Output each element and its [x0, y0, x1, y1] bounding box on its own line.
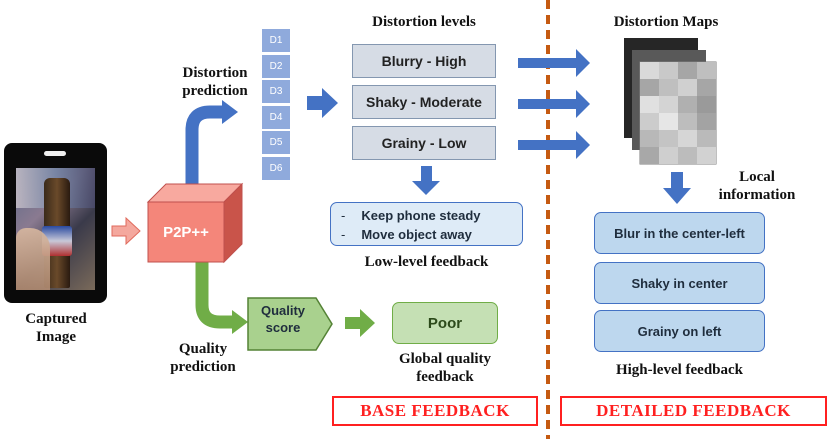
global-arrow	[345, 309, 375, 337]
low-level-feedback-caption: Low-level feedback	[364, 254, 489, 270]
high-level-item-grainy: Grainy on left	[594, 310, 765, 352]
distortion-map-front	[639, 61, 717, 165]
captured-image-label: Captured Image	[25, 311, 87, 345]
quality-score-shape	[247, 297, 333, 351]
phone-frame	[4, 143, 107, 303]
level-blurry: Blurry - High	[352, 44, 496, 78]
quality-prediction-label: Quality prediction	[170, 341, 236, 375]
distortion-curve-arrow	[185, 105, 222, 185]
low-level-item: -Keep phone steady	[341, 208, 481, 223]
level-grainy: Grainy - Low	[352, 126, 496, 160]
local-information-label: Local information	[718, 169, 796, 203]
distortion-prediction-label: Distortion prediction	[182, 65, 248, 99]
phone-speaker	[44, 151, 66, 156]
distortion-maps-stack	[624, 38, 717, 165]
high-level-feedback-caption: High-level feedback	[615, 362, 744, 378]
low-level-arrow	[412, 166, 440, 195]
distortion-cell-d4: D4	[261, 104, 291, 130]
base-feedback-tag: BASE FEEDBACK	[332, 396, 538, 426]
map-arrow-2	[518, 90, 590, 118]
distortion-cell-d2: D2	[261, 53, 291, 79]
p2p-cube	[146, 182, 244, 264]
distortion-cell-d3: D3	[261, 79, 291, 104]
levels-arrow	[307, 88, 338, 118]
distortion-cell-d5: D5	[261, 130, 291, 155]
distortion-cell-d1: D1	[261, 28, 291, 53]
map-arrow-1	[518, 49, 590, 77]
map-arrow-3	[518, 131, 590, 159]
high-level-item-blur: Blur in the center-left	[594, 212, 765, 254]
input-arrow	[111, 216, 141, 246]
hand-shape	[16, 228, 50, 290]
low-level-item: -Move object away	[341, 227, 472, 242]
p2p-label: P2P++	[163, 223, 209, 241]
high-level-item-shaky: Shaky in center	[594, 262, 765, 304]
level-shaky: Shaky - Moderate	[352, 85, 496, 119]
high-level-arrow	[663, 172, 691, 204]
low-level-feedback-box: -Keep phone steady -Move object away	[330, 202, 523, 246]
quality-curve-arrow	[195, 262, 232, 329]
global-quality-caption: Global quality feedback	[398, 351, 492, 385]
distortion-maps-title: Distortion Maps	[613, 14, 719, 30]
global-quality-value: Poor	[392, 302, 498, 344]
detailed-feedback-tag: DETAILED FEEDBACK	[560, 396, 827, 426]
captured-photo	[16, 168, 95, 290]
distortion-levels-title: Distortion levels	[372, 14, 476, 30]
distortion-cell-d6: D6	[261, 155, 291, 181]
quality-score-label: Quality score	[260, 303, 306, 335]
